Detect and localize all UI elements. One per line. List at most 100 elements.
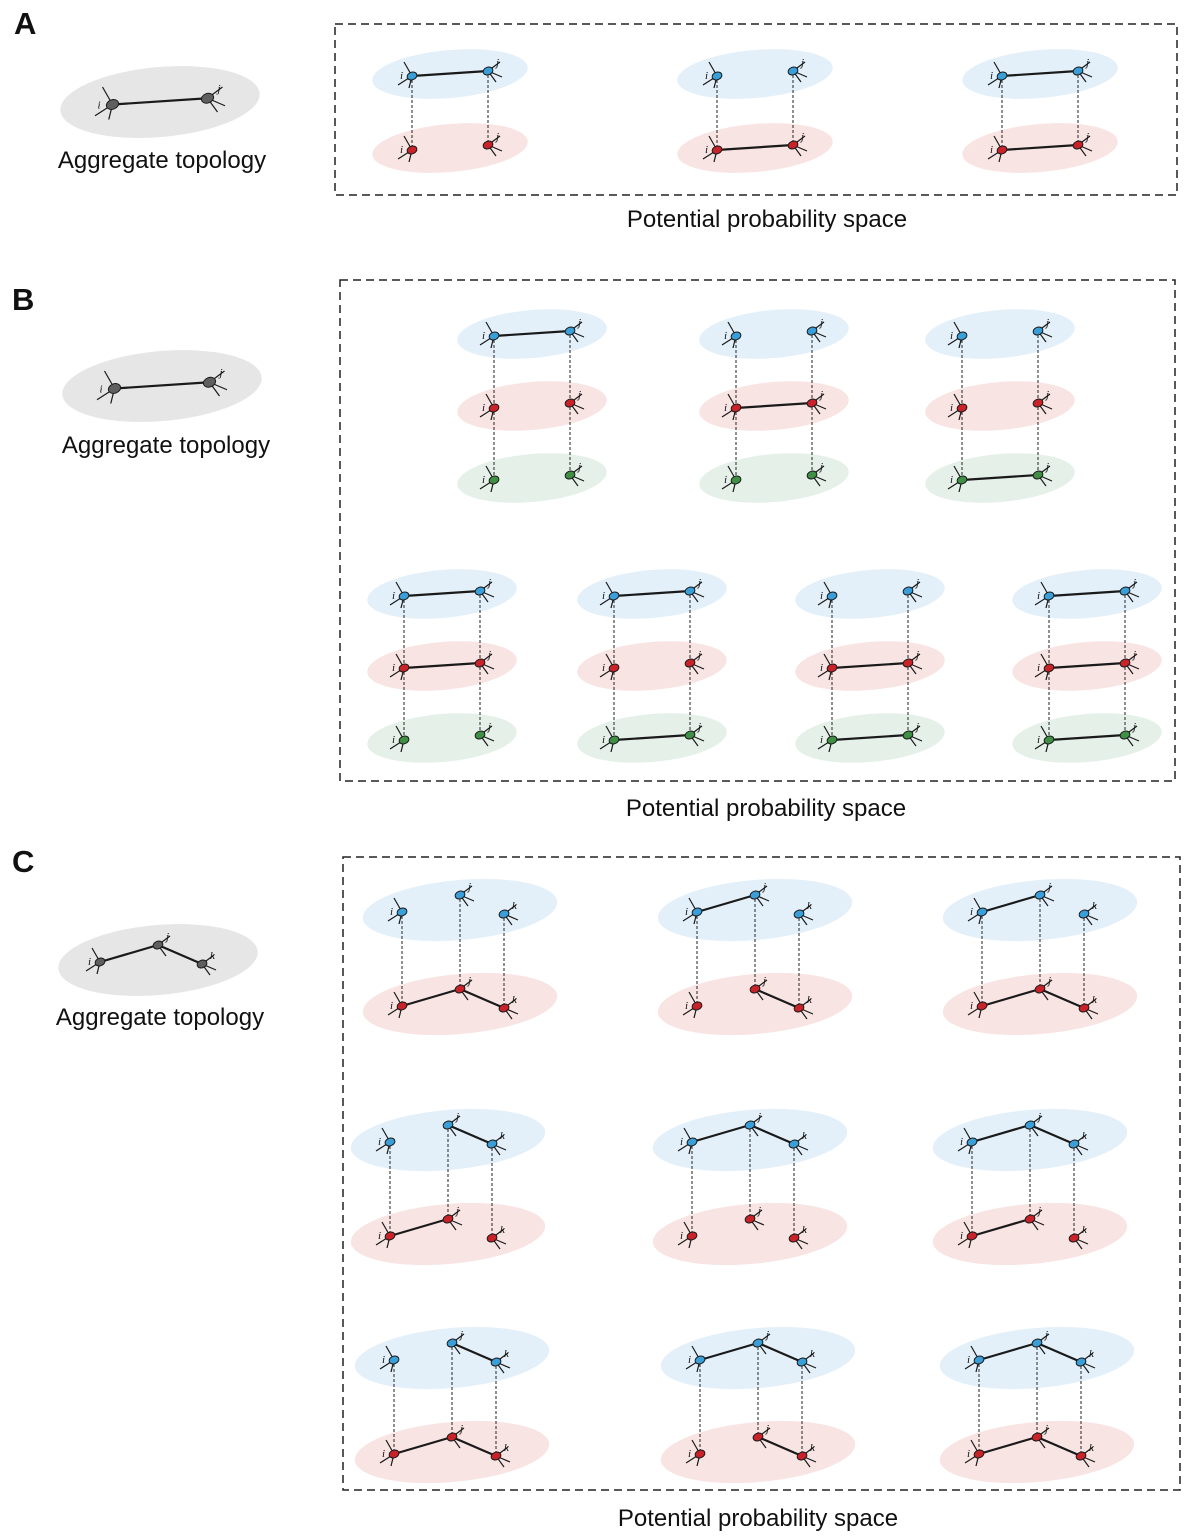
node-j bbox=[1031, 1432, 1043, 1442]
node-label-i: i bbox=[602, 662, 605, 674]
node-i bbox=[730, 403, 742, 413]
aggregate-topology-b: ij bbox=[62, 350, 262, 422]
edge-ij bbox=[613, 589, 691, 598]
node-label-j: j bbox=[454, 1205, 459, 1217]
node-label-j: j bbox=[1036, 1205, 1041, 1217]
node-label-i: i bbox=[688, 1448, 691, 1460]
node-j bbox=[806, 470, 818, 480]
node-k bbox=[796, 1451, 808, 1461]
node-j bbox=[749, 890, 761, 900]
node-j bbox=[1024, 1120, 1036, 1130]
probability-space-box-c bbox=[342, 856, 1181, 1491]
node-label-j: j bbox=[756, 1111, 761, 1123]
probability-caption-c: Potential probability space bbox=[618, 1505, 898, 1532]
layer-red bbox=[660, 1420, 856, 1484]
node-j bbox=[1032, 398, 1044, 408]
node-j bbox=[744, 1214, 756, 1224]
node-k bbox=[1068, 1139, 1080, 1149]
node-k bbox=[490, 1451, 502, 1461]
node-label-i: i bbox=[392, 662, 395, 674]
node-j bbox=[474, 658, 486, 668]
node-k bbox=[490, 1357, 502, 1367]
node-label-i: i bbox=[88, 956, 91, 968]
node-i bbox=[396, 1001, 408, 1011]
node-i bbox=[694, 1449, 706, 1459]
node-label-k: k bbox=[807, 994, 813, 1006]
node-i bbox=[396, 907, 408, 917]
edge-ij bbox=[716, 143, 794, 152]
node-label-k: k bbox=[500, 1130, 506, 1142]
node-label-j: j bbox=[458, 1423, 463, 1435]
node-label-j: j bbox=[494, 131, 499, 143]
aggregate-caption-a: Aggregate topology bbox=[58, 147, 266, 174]
node-i bbox=[398, 735, 410, 745]
node-label-k: k bbox=[504, 1348, 510, 1360]
node-label-i: i bbox=[100, 383, 103, 395]
node-label-j: j bbox=[818, 461, 823, 473]
node-label-j: j bbox=[1044, 317, 1049, 329]
node-i bbox=[105, 99, 120, 110]
node-j bbox=[1072, 140, 1084, 150]
aggregate-topology-c: ijk bbox=[58, 924, 258, 996]
panel-letter-c: C bbox=[12, 844, 34, 879]
node-i bbox=[966, 1231, 978, 1241]
node-label-i: i bbox=[705, 144, 708, 156]
node-j bbox=[1031, 1338, 1043, 1348]
edge-ij bbox=[691, 1123, 751, 1144]
panel-letter-a: A bbox=[14, 6, 36, 41]
node-k bbox=[486, 1139, 498, 1149]
node-label-i: i bbox=[950, 474, 953, 486]
node-label-j: j bbox=[454, 1111, 459, 1123]
edge-ij bbox=[971, 1217, 1031, 1238]
node-label-i: i bbox=[820, 734, 823, 746]
node-i bbox=[488, 331, 500, 341]
node-j bbox=[684, 658, 696, 668]
node-label-i: i bbox=[382, 1354, 385, 1366]
node-label-j: j bbox=[914, 649, 919, 661]
edge-ij bbox=[1048, 589, 1126, 598]
node-i bbox=[406, 71, 418, 81]
node-label-i: i bbox=[1037, 590, 1040, 602]
node-i bbox=[711, 145, 723, 155]
node-i bbox=[388, 1355, 400, 1365]
node-label-j: j bbox=[1084, 57, 1089, 69]
node-i bbox=[826, 591, 838, 601]
node-label-j: j bbox=[486, 721, 491, 733]
node-label-i: i bbox=[98, 99, 101, 111]
node-label-i: i bbox=[990, 144, 993, 156]
node-label-i: i bbox=[602, 590, 605, 602]
node-j bbox=[684, 586, 696, 596]
node-i bbox=[1043, 663, 1055, 673]
node-i bbox=[398, 663, 410, 673]
node-i bbox=[956, 403, 968, 413]
layer-red bbox=[362, 972, 558, 1036]
layer-green bbox=[699, 453, 849, 503]
node-i bbox=[1043, 735, 1055, 745]
node-label-i: i bbox=[967, 1354, 970, 1366]
node-label-j: j bbox=[486, 577, 491, 589]
edge-ij bbox=[1048, 661, 1126, 670]
node-j bbox=[474, 586, 486, 596]
node-i bbox=[107, 383, 122, 394]
node-label-j: j bbox=[486, 649, 491, 661]
node-i bbox=[973, 1449, 985, 1459]
node-i bbox=[996, 145, 1008, 155]
node-j bbox=[442, 1120, 454, 1130]
node-label-j: j bbox=[466, 975, 471, 987]
node-label-i: i bbox=[705, 70, 708, 82]
node-j bbox=[564, 398, 576, 408]
node-label-i: i bbox=[680, 1230, 683, 1242]
node-i bbox=[956, 331, 968, 341]
node-label-k: k bbox=[1082, 1224, 1088, 1236]
node-label-i: i bbox=[390, 906, 393, 918]
edge-ij bbox=[99, 943, 159, 964]
node-k bbox=[498, 909, 510, 919]
